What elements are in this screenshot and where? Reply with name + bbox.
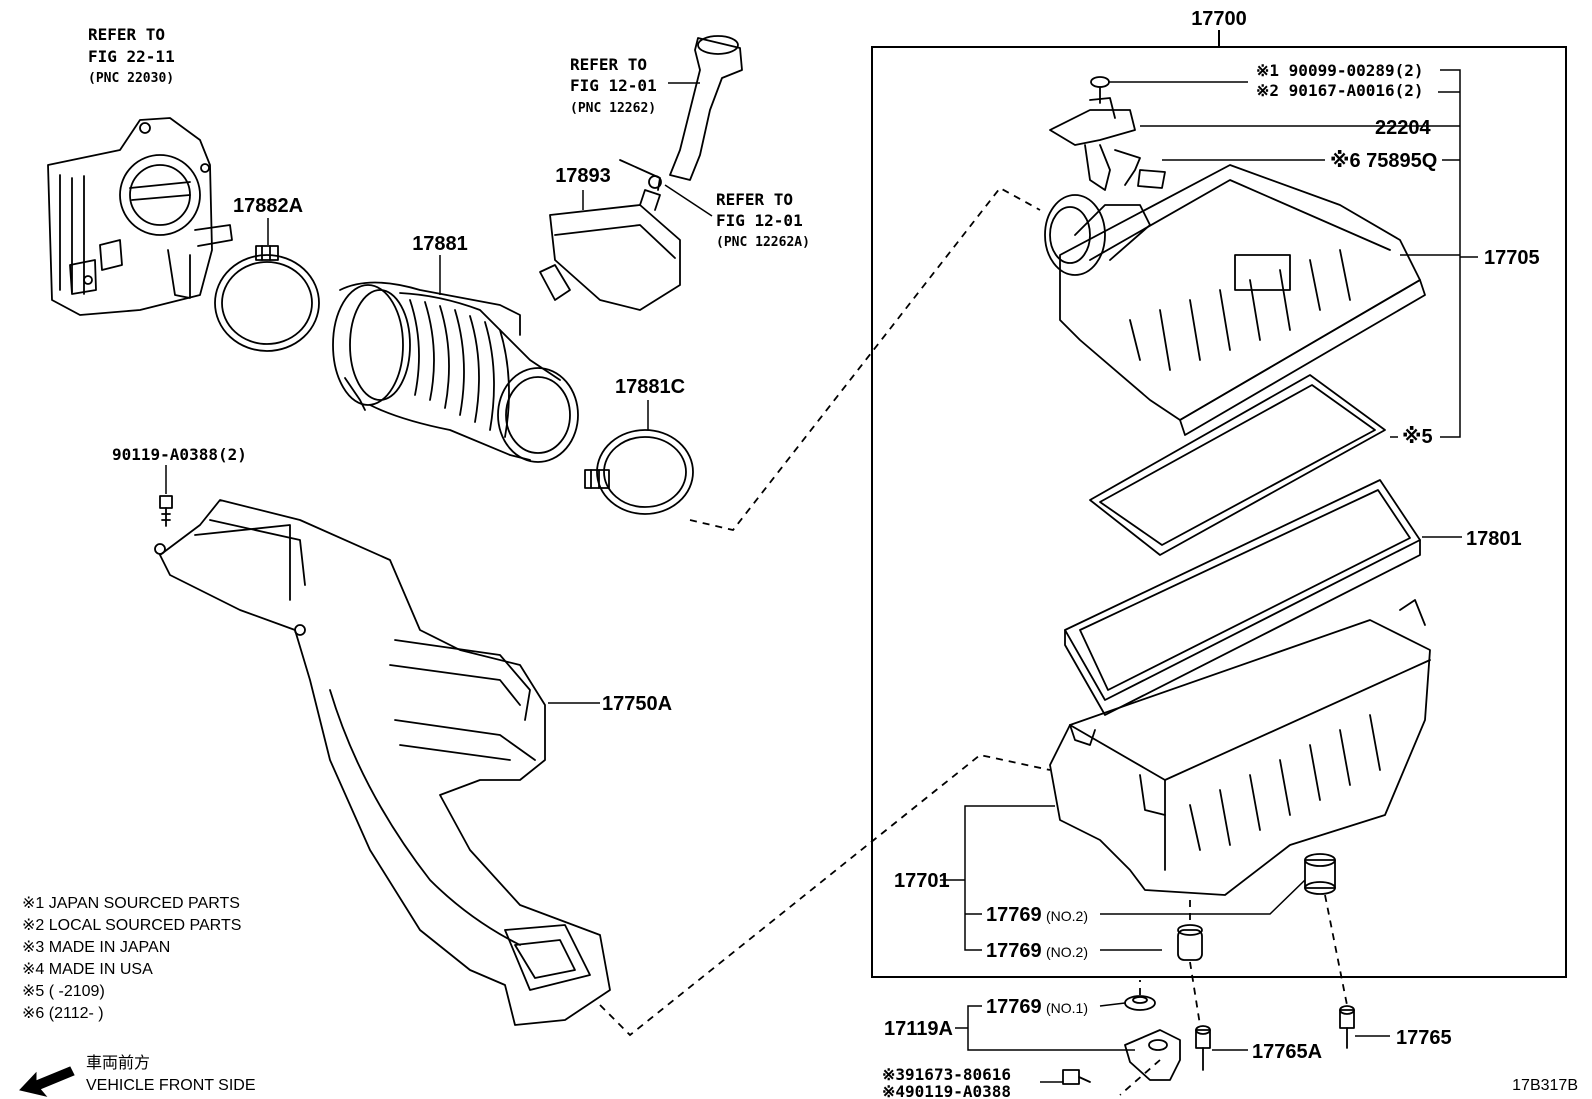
part-17119A-label[interactable]: 17119A <box>884 1018 953 1040</box>
connection-line-duct-to-case <box>599 754 1051 1037</box>
ref-12262A-label: REFER TO FIG 12-01 (PNC 12262A) <box>716 190 810 250</box>
part-17882A-label[interactable]: 17882A <box>233 195 303 217</box>
svg-text:REFER TO: REFER TO <box>570 55 647 74</box>
part-17769-no2-b-sub: (NO.2) <box>1046 944 1088 960</box>
svg-text:(PNC 12262): (PNC 12262) <box>570 101 656 116</box>
figure-code: 17B317B <box>1512 1077 1578 1094</box>
ref-22030-label: REFER TO FIG 22-11 (PNC 22030) <box>88 25 175 86</box>
part-17881-label[interactable]: 17881 <box>412 233 468 255</box>
svg-text:FIG 12-01: FIG 12-01 <box>570 76 657 95</box>
part-note-5-label[interactable]: ※5 <box>1402 426 1433 448</box>
svg-text:FIG 12-01: FIG 12-01 <box>716 211 803 230</box>
legend-notes: ※1 JAPAN SOURCED PARTS ※2 LOCAL SOURCED … <box>22 895 241 1022</box>
part-17769-no1-label[interactable]: 17769 <box>986 996 1042 1018</box>
part-17750A-label[interactable]: 17750A <box>602 693 672 715</box>
note-3: ※3 MADE IN JAPAN <box>22 939 170 956</box>
note-6: ※6 (2112- ) <box>22 1005 104 1022</box>
part-17769-no2-a-sub: (NO.2) <box>1046 908 1088 924</box>
part-90119-label[interactable]: 90119-A0388(2) <box>112 445 247 464</box>
bracket-17119A-drawing <box>1124 995 1181 1081</box>
part-90099-label[interactable]: ※1 90099-00289(2) <box>1256 61 1424 80</box>
svg-text:(PNC 12262A): (PNC 12262A) <box>716 235 810 250</box>
gasket-drawing <box>1089 374 1386 556</box>
pin-17765A-drawing <box>1195 1025 1211 1071</box>
vehicle-front-direction: 車両前方 VEHICLE FRONT SIDE <box>19 1054 256 1097</box>
part-490119-label[interactable]: ※490119-A0388 <box>882 1082 1011 1099</box>
assembly-17700-bracket <box>871 30 1567 978</box>
inlet-duct-17750A-drawing <box>154 499 611 1026</box>
air-cleaner-case-17701-drawing <box>1049 599 1431 896</box>
connection-line-grommet-pin <box>1189 900 1201 1026</box>
part-17801-label[interactable]: 17801 <box>1466 528 1522 550</box>
pin-17765-drawing <box>1339 1005 1355 1049</box>
part-17765A-label[interactable]: 17765A <box>1252 1041 1322 1063</box>
ref-12262-label: REFER TO FIG 12-01 (PNC 12262) <box>570 55 657 116</box>
part-17881C-label[interactable]: 17881C <box>615 376 685 398</box>
svg-text:FIG 22-11: FIG 22-11 <box>88 47 175 66</box>
connection-line-hose-to-cover <box>689 186 1041 532</box>
svg-text:REFER TO: REFER TO <box>716 190 793 209</box>
label-75895Q-drawing <box>1137 169 1166 189</box>
part-17705-label[interactable]: 17705 <box>1484 247 1540 269</box>
bolt-90119-drawing <box>159 495 173 527</box>
breather-hose-drawing <box>669 35 743 181</box>
part-91673-label[interactable]: ※391673-80616 <box>882 1065 1011 1084</box>
air-hose-17881-drawing <box>332 281 579 463</box>
part-17769-no2-b-label[interactable]: 17769 <box>986 940 1042 962</box>
air-cleaner-cover-17705-drawing <box>1044 149 1426 436</box>
svg-text:(PNC 22030): (PNC 22030) <box>88 71 174 86</box>
svg-text:REFER TO: REFER TO <box>88 25 165 44</box>
throttle-body-drawing <box>47 117 233 316</box>
part-17893-label[interactable]: 17893 <box>555 165 611 187</box>
part-22204-label[interactable]: 22204 <box>1375 117 1431 139</box>
air-filter-17801-drawing <box>1064 479 1421 716</box>
grommet-17769-no2-drawing <box>1177 924 1203 961</box>
sensor-22204-drawing <box>1049 97 1136 191</box>
part-17769-no2-a-label[interactable]: 17769 <box>986 904 1042 926</box>
part-90167-label[interactable]: ※2 90167-A0016(2) <box>1256 81 1424 100</box>
front-label-en: VEHICLE FRONT SIDE <box>86 1077 256 1094</box>
note-1: ※1 JAPAN SOURCED PARTS <box>22 895 240 912</box>
part-17765-label[interactable]: 17765 <box>1396 1027 1452 1049</box>
connection-line-drain-pin <box>1324 894 1348 1006</box>
note-5: ※5 ( -2109) <box>22 983 105 1000</box>
part-75895Q-label[interactable]: ※6 75895Q <box>1330 150 1437 172</box>
front-arrow-icon <box>19 1066 75 1097</box>
resonator-17893-drawing <box>539 159 681 311</box>
drain-valve-drawing <box>1304 853 1336 895</box>
note-4: ※4 MADE IN USA <box>22 961 153 978</box>
front-label-jp: 車両前方 <box>86 1054 150 1072</box>
hose-clamp-17881C-drawing <box>584 429 694 515</box>
assembly-number-label[interactable]: 17700 <box>1191 8 1247 30</box>
part-17769-no1-sub: (NO.1) <box>1046 1000 1088 1016</box>
part-17701-label[interactable]: 17701 <box>894 870 950 892</box>
note-2: ※2 LOCAL SOURCED PARTS <box>22 917 241 934</box>
hose-clamp-17882A-drawing <box>214 245 320 352</box>
connection-line-bracket-grommet <box>1119 980 1161 1096</box>
bolt-91673-drawing <box>1062 1069 1091 1085</box>
